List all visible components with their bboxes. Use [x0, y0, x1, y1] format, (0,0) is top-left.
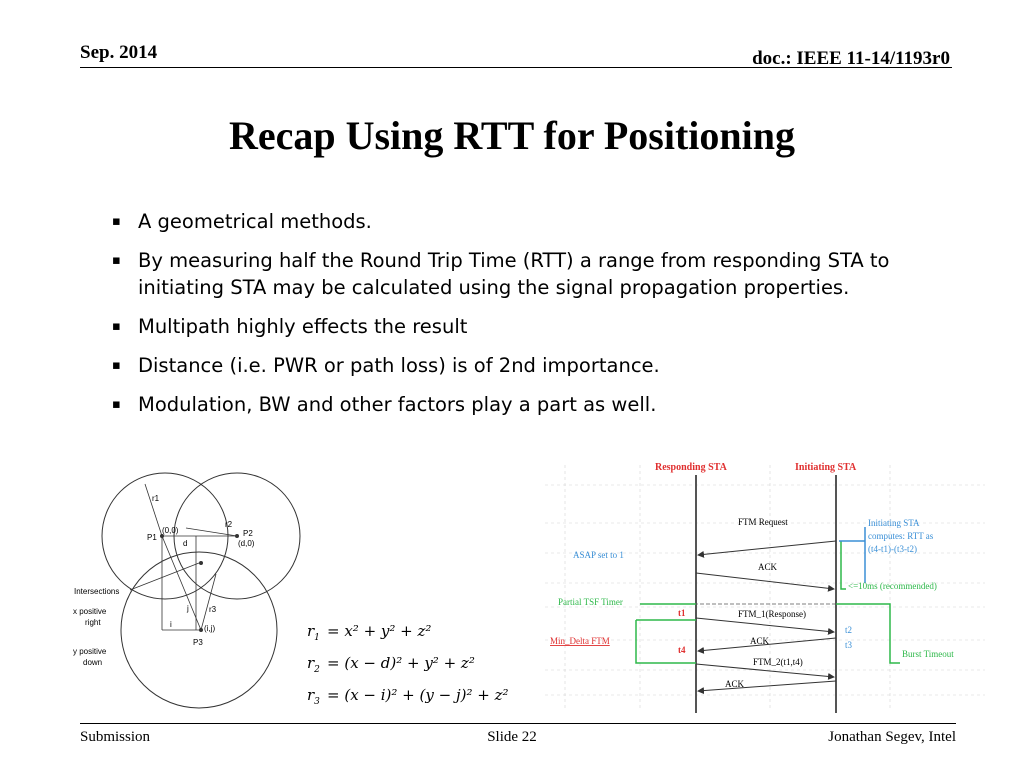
t3-label: t3: [845, 640, 853, 650]
computes-line-3: (t4-t1)-(t3-t2): [868, 544, 917, 554]
equation-2-var: r: [307, 654, 315, 672]
blue-bracket: [839, 527, 866, 583]
bullet-item: ▪ Distance (i.e. PWR or path loss) is of …: [112, 352, 922, 379]
equation-3-sub: 3: [314, 697, 320, 707]
le10ms-label: <=10ms (recommended): [848, 581, 937, 591]
footer-rule: [80, 723, 956, 724]
equation-3-var: r: [307, 686, 315, 704]
label-x-positive: x positive: [73, 607, 107, 616]
bullet-marker-icon: ▪: [112, 214, 121, 229]
footer-author: Jonathan Segev, Intel: [828, 729, 956, 745]
label-r3: r3: [209, 605, 217, 614]
ftm2-arrow: [695, 663, 835, 680]
initiating-sta-label: Initiating STA: [795, 462, 857, 473]
ftm2-label: FTM_2(t1,t4): [753, 657, 803, 667]
ack-1-label: ACK: [758, 562, 778, 572]
bullet-item: ▪ By measuring half the Round Trip Time (…: [112, 247, 922, 301]
ack-1-arrow: [695, 572, 835, 592]
footer-slide-number: Slide 22: [487, 729, 537, 745]
equation-3-rhs: = (x − i)² + (y − j)² + z²: [327, 686, 509, 704]
label-origin: (0,0): [162, 526, 179, 535]
label-p3: P3: [193, 638, 203, 647]
bullet-marker-icon: ▪: [112, 319, 121, 334]
point-p3: [199, 628, 203, 632]
t2-label: t2: [845, 625, 852, 635]
point-p1: [160, 534, 164, 538]
bullet-marker-icon: ▪: [112, 253, 121, 268]
bullet-text: Multipath highly effects the result: [138, 315, 468, 338]
intersection-pointer: [129, 562, 200, 591]
bullet-marker-icon: ▪: [112, 397, 121, 412]
radius-r1-line: [144, 483, 163, 537]
ftm-sequence-diagram: Responding STA Initiating STA FTM Reques…: [545, 462, 985, 713]
ack-3-arrow: [697, 680, 837, 695]
equation-3-lhs: r3: [307, 686, 320, 707]
p1-p3-line: [161, 535, 202, 631]
burst-timeout-label: Burst Timeout: [902, 649, 954, 659]
bullet-list: ▪ A geometrical methods. ▪ By measuring ha…: [112, 208, 922, 430]
intersection-point: [199, 561, 203, 565]
slide-title: Recap Using RTT for Positioning: [228, 113, 796, 158]
circle-r3: [120, 551, 278, 709]
footer-submission: Submission: [80, 729, 151, 745]
label-r2: r2: [225, 520, 233, 529]
label-d-point: (d,0): [238, 539, 255, 548]
equation-1-rhs: = x² + y² + z²: [327, 622, 431, 640]
ftm-request-arrow: [697, 540, 837, 558]
equation-1-var: r: [307, 622, 315, 640]
t1-label: t1: [678, 608, 686, 618]
label-y-positive: y positive: [73, 647, 107, 656]
background-grid: [545, 465, 985, 710]
equation-1-sub: 1: [314, 633, 320, 643]
asap-label: ASAP set to 1: [573, 550, 624, 560]
ftm1-arrow: [695, 617, 835, 635]
label-p1: P1: [147, 533, 157, 542]
radius-r2-line: [185, 527, 238, 537]
bullet-item: ▪ A geometrical methods.: [112, 208, 922, 235]
equation-2-rhs: = (x − d)² + y² + z²: [327, 654, 475, 672]
label-ij-point: (i,j): [204, 624, 215, 633]
equation-2-sub: 2: [313, 665, 320, 675]
t4-label: t4: [678, 645, 686, 655]
bullet-text: A geometrical methods.: [138, 210, 372, 233]
bullet-text: By measuring half the Round Trip Time (R…: [138, 249, 890, 299]
point-p2: [235, 534, 239, 538]
bullet-text: Modulation, BW and other factors play a …: [138, 393, 657, 416]
responding-sta-label: Responding STA: [655, 462, 728, 473]
label-j: j: [186, 604, 189, 613]
radius-r3-line: [200, 573, 217, 631]
computes-line-2: computes: RTT as: [868, 531, 934, 541]
header-rule: [80, 67, 952, 68]
equation-1-lhs: r1: [307, 622, 320, 643]
header-date: Sep. 2014: [80, 42, 158, 63]
green-annotations: [635, 541, 900, 664]
label-y-down: down: [83, 658, 102, 667]
bullet-item: ▪ Multipath highly effects the result: [112, 313, 922, 340]
ftm-request-label: FTM Request: [738, 517, 788, 527]
range-equations: r1 = x² + y² + z² r2 = (x − d)² + y² + z…: [307, 622, 509, 707]
ack-2-arrow: [697, 637, 837, 654]
bullet-marker-icon: ▪: [112, 358, 121, 373]
label-x-right: right: [85, 618, 101, 627]
ftm1-label: FTM_1(Response): [738, 609, 806, 619]
label-i: i: [170, 620, 172, 629]
trilateration-diagram: r1 r2 r3 P1 P2 P3 (0,0) (d,0) d (i,j) i …: [73, 472, 301, 709]
ack-2-label: ACK: [750, 636, 770, 646]
bullet-text: Distance (i.e. PWR or path loss) is of 2…: [138, 354, 660, 377]
header-doc-id: doc.: IEEE 11-14/1193r0: [752, 48, 950, 69]
label-intersections: Intersections: [74, 587, 119, 596]
computes-line-1: Initiating STA: [868, 518, 920, 528]
label-r1: r1: [152, 494, 160, 503]
ack-3-label: ACK: [725, 679, 745, 689]
partial-tsf-label: Partial TSF Timer: [558, 597, 623, 607]
min-delta-label: Min_Delta FTM: [550, 636, 610, 646]
equation-2-lhs: r2: [307, 654, 320, 675]
bullet-item: ▪ Modulation, BW and other factors play a…: [112, 391, 922, 418]
label-p2: P2: [243, 529, 253, 538]
label-d: d: [183, 539, 187, 548]
